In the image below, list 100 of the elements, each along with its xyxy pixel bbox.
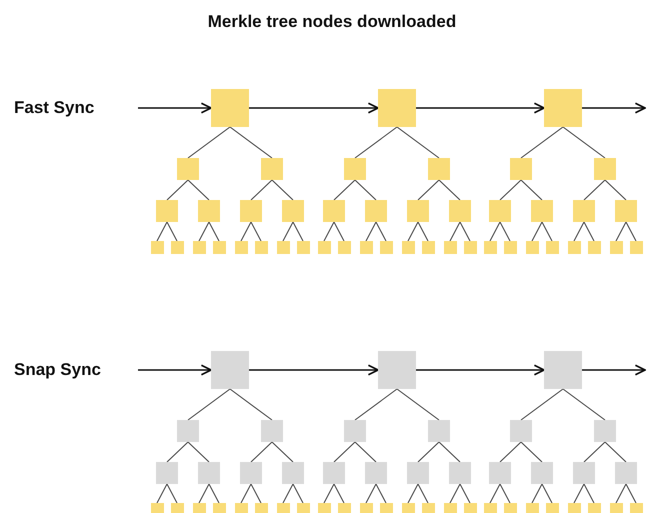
connector-line <box>520 126 564 158</box>
connector-line <box>418 442 440 462</box>
connector-line <box>584 442 606 462</box>
connector-line <box>250 222 262 242</box>
tree-node-square <box>323 200 345 222</box>
tree-node-square <box>504 241 516 254</box>
tree-node-square <box>594 420 616 442</box>
connector-line <box>334 442 356 462</box>
connector-line <box>542 484 552 504</box>
tree-node-square <box>444 503 456 513</box>
connector-line <box>500 180 522 200</box>
tree-node-square <box>588 241 600 254</box>
connector-line <box>156 222 168 242</box>
tree-node-square <box>156 200 178 222</box>
arrow <box>138 364 212 376</box>
connector-line <box>166 484 178 504</box>
connector-line <box>166 180 188 200</box>
connector-line <box>418 180 440 200</box>
row-label: Fast Sync <box>14 98 94 118</box>
connector-line <box>166 442 188 462</box>
connector-line <box>418 222 428 242</box>
connector-line <box>376 484 386 504</box>
tree-node-square <box>282 200 304 222</box>
tree-node-square <box>568 503 580 513</box>
tree-node-square <box>526 241 538 254</box>
tree-node-square <box>546 503 558 513</box>
arrow <box>249 102 379 114</box>
tree-node-square <box>338 503 350 513</box>
arrow <box>416 364 545 376</box>
tree-node-square <box>407 200 429 222</box>
connector-line <box>500 442 522 462</box>
tree-node-square <box>573 200 595 222</box>
tree-node-square <box>318 241 330 254</box>
connector-line <box>408 222 418 242</box>
connector-line <box>250 442 272 462</box>
tree-node-square <box>170 503 184 513</box>
tree-node-square <box>615 200 637 222</box>
tree-node-square <box>464 503 476 513</box>
arrow <box>582 102 646 114</box>
connector-line <box>188 388 230 420</box>
tree-node-square <box>464 241 476 254</box>
connector-line <box>354 126 398 158</box>
tree-node-square <box>610 503 622 513</box>
tree-node-square <box>630 503 642 513</box>
connector-line <box>584 222 594 242</box>
connector-line <box>604 180 626 200</box>
tree-node-square <box>594 158 616 180</box>
tree-node-square <box>261 158 283 180</box>
connector-line <box>604 442 626 462</box>
tree-node-square <box>261 420 283 442</box>
connector-line <box>418 484 428 504</box>
connector-line <box>366 484 376 504</box>
connector-line <box>616 484 626 504</box>
tree-node-square <box>212 241 226 254</box>
connector-line <box>460 484 470 504</box>
connector-line <box>272 442 294 462</box>
connector-line <box>208 484 220 504</box>
tree-node-square <box>428 420 450 442</box>
tree-node-square <box>407 462 429 484</box>
tree-node-square <box>510 158 532 180</box>
tree-node-square <box>296 503 310 513</box>
tree-node-square <box>338 241 350 254</box>
connector-line <box>166 222 178 242</box>
tree-node-square <box>422 241 434 254</box>
connector-line <box>450 222 460 242</box>
tree-node-square <box>198 200 220 222</box>
tree-node-square <box>444 241 456 254</box>
tree-node-square <box>276 241 290 254</box>
tree-node-square <box>510 420 532 442</box>
tree-node-square <box>318 503 330 513</box>
tree-node-square <box>630 241 642 254</box>
connector-line <box>520 442 542 462</box>
tree-node-square <box>489 200 511 222</box>
connector-line <box>240 484 252 504</box>
tree-node-square <box>234 241 248 254</box>
arrow <box>416 102 545 114</box>
connector-line <box>272 180 294 200</box>
tree-node-square <box>484 503 496 513</box>
tree-node-square <box>544 351 582 389</box>
tree-node-square <box>428 158 450 180</box>
connector-line <box>188 126 230 158</box>
tree-node-square <box>240 462 262 484</box>
tree-node-square <box>344 158 366 180</box>
connector-line <box>490 484 500 504</box>
connector-line <box>292 222 304 242</box>
tree-node-square <box>254 503 268 513</box>
tree-node-square <box>449 200 471 222</box>
connector-line <box>532 222 542 242</box>
connector-line <box>520 180 542 200</box>
connector-line <box>354 180 376 200</box>
connector-line <box>292 484 304 504</box>
tree-node-square <box>568 241 580 254</box>
connector-line <box>230 126 272 158</box>
tree-node-square <box>365 462 387 484</box>
connector-line <box>490 222 500 242</box>
tree-node-square <box>504 503 516 513</box>
connector-line <box>574 484 584 504</box>
tree-node-square <box>198 462 220 484</box>
connector-line <box>438 180 460 200</box>
connector-line <box>626 222 636 242</box>
